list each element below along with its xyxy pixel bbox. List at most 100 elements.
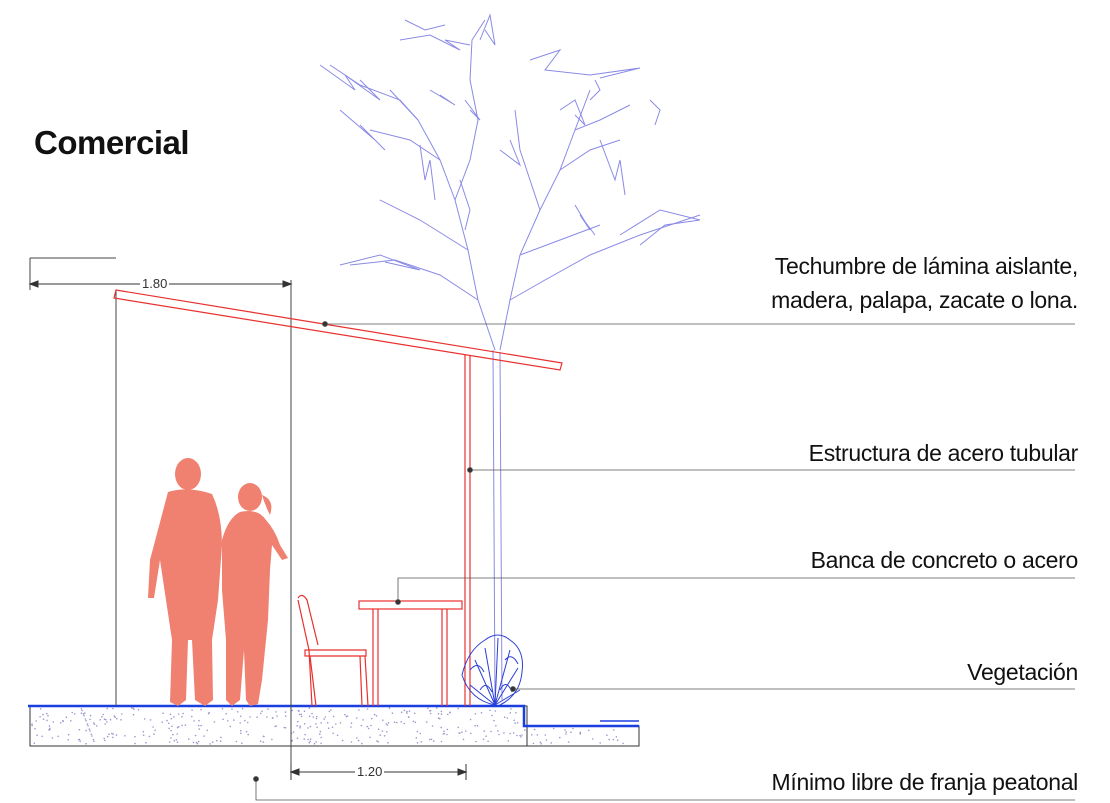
ground-dot <box>509 732 511 735</box>
ground-dot <box>503 716 506 718</box>
ground-dot <box>323 718 325 720</box>
ground-dot <box>303 710 306 712</box>
ground-dot <box>137 709 140 711</box>
ground-dot <box>307 738 309 741</box>
ground-dot <box>516 722 519 724</box>
ground-dot <box>153 733 155 735</box>
ground-dot <box>524 729 526 731</box>
ground-dot <box>222 718 224 721</box>
ground-dot <box>327 727 330 729</box>
ground-dot <box>367 727 370 730</box>
ground-dot <box>259 740 262 742</box>
roof-label-line1: Techumbre de lámina aislante, <box>774 253 1079 279</box>
ground-dot <box>545 739 548 741</box>
ground-dot <box>608 738 610 741</box>
ground-dot <box>430 738 433 741</box>
ground-dot <box>62 719 64 722</box>
ground-dot <box>416 742 419 744</box>
ground-dot <box>298 713 301 716</box>
ground-dot <box>591 738 594 740</box>
ground-dot <box>31 723 33 725</box>
ground-dot <box>114 716 116 719</box>
ground-dot <box>42 718 45 720</box>
ground-dot <box>303 723 306 725</box>
ground-dot <box>239 722 241 724</box>
ground-dot <box>171 725 173 728</box>
ground-dot <box>373 713 376 716</box>
ground-dot <box>152 726 154 728</box>
ground-dot <box>197 724 200 727</box>
ground-dot <box>275 711 277 713</box>
ground-dot <box>134 735 136 738</box>
ground-dot <box>48 725 51 727</box>
ground-dot <box>304 733 306 736</box>
roof <box>113 289 563 371</box>
ground-dot <box>239 715 242 718</box>
ground-dot <box>406 710 408 713</box>
ground-dot <box>78 728 81 731</box>
ground-dot <box>225 712 227 715</box>
ground-dot <box>474 724 476 727</box>
ground-dot <box>244 719 246 722</box>
ground-dot <box>36 734 38 736</box>
ground-dot <box>495 725 497 727</box>
ground-dot <box>540 743 542 745</box>
ground-dot <box>200 724 202 727</box>
ground-dot <box>89 714 92 717</box>
ground-dot <box>491 714 493 717</box>
ground-dot <box>358 709 360 711</box>
ground-dot <box>31 724 33 727</box>
ground-dot <box>470 732 472 735</box>
ground-dot <box>80 712 83 714</box>
ground-dot <box>567 741 570 743</box>
ground-dot <box>249 716 251 718</box>
ground-dot <box>108 733 110 735</box>
ground-dot <box>439 717 441 720</box>
ground-dot <box>121 713 123 715</box>
ground-dot <box>622 742 624 745</box>
ground-dot <box>612 738 615 741</box>
ground-dot <box>261 710 263 713</box>
ground-dot <box>106 707 108 710</box>
ground-dot <box>485 735 487 737</box>
ground-dot <box>565 731 567 733</box>
ground-dot <box>133 708 135 711</box>
ground-dot <box>507 740 510 742</box>
ground-dot <box>462 738 465 741</box>
ground-dot <box>536 734 539 736</box>
ground-dot <box>406 712 408 714</box>
ground-dot <box>167 722 170 725</box>
ground-dot <box>552 727 555 730</box>
ground-dot <box>92 722 95 724</box>
ground-dot <box>414 721 417 724</box>
ground-dot <box>361 742 363 745</box>
ground-dot <box>236 711 239 713</box>
ground-dot <box>176 741 179 743</box>
ground-dot <box>332 715 335 718</box>
ground-dot <box>111 732 113 735</box>
ground-dot <box>176 733 178 735</box>
ground-dot <box>173 716 175 718</box>
ground-dot <box>246 721 249 724</box>
ground-dot <box>132 707 134 709</box>
ground-dot <box>313 742 316 745</box>
ground-dot <box>407 716 410 718</box>
ground-dot <box>303 738 306 740</box>
ground-dot <box>457 707 460 710</box>
chair <box>297 594 369 707</box>
ground-dot <box>320 736 322 739</box>
ground-dot <box>521 734 523 736</box>
ground-dot <box>487 740 489 743</box>
ground-dot <box>85 742 87 745</box>
ground-dot <box>400 721 403 723</box>
ground-dot <box>116 717 118 720</box>
ground-dot <box>357 739 360 742</box>
ground-dot <box>176 726 179 729</box>
ground-dot <box>366 725 369 728</box>
ground-dot <box>311 712 313 715</box>
ground-dot <box>260 712 262 715</box>
ground-dot <box>443 730 445 733</box>
ground-dot <box>241 707 244 710</box>
ground-dot <box>166 719 168 722</box>
ground-dot <box>382 719 384 721</box>
